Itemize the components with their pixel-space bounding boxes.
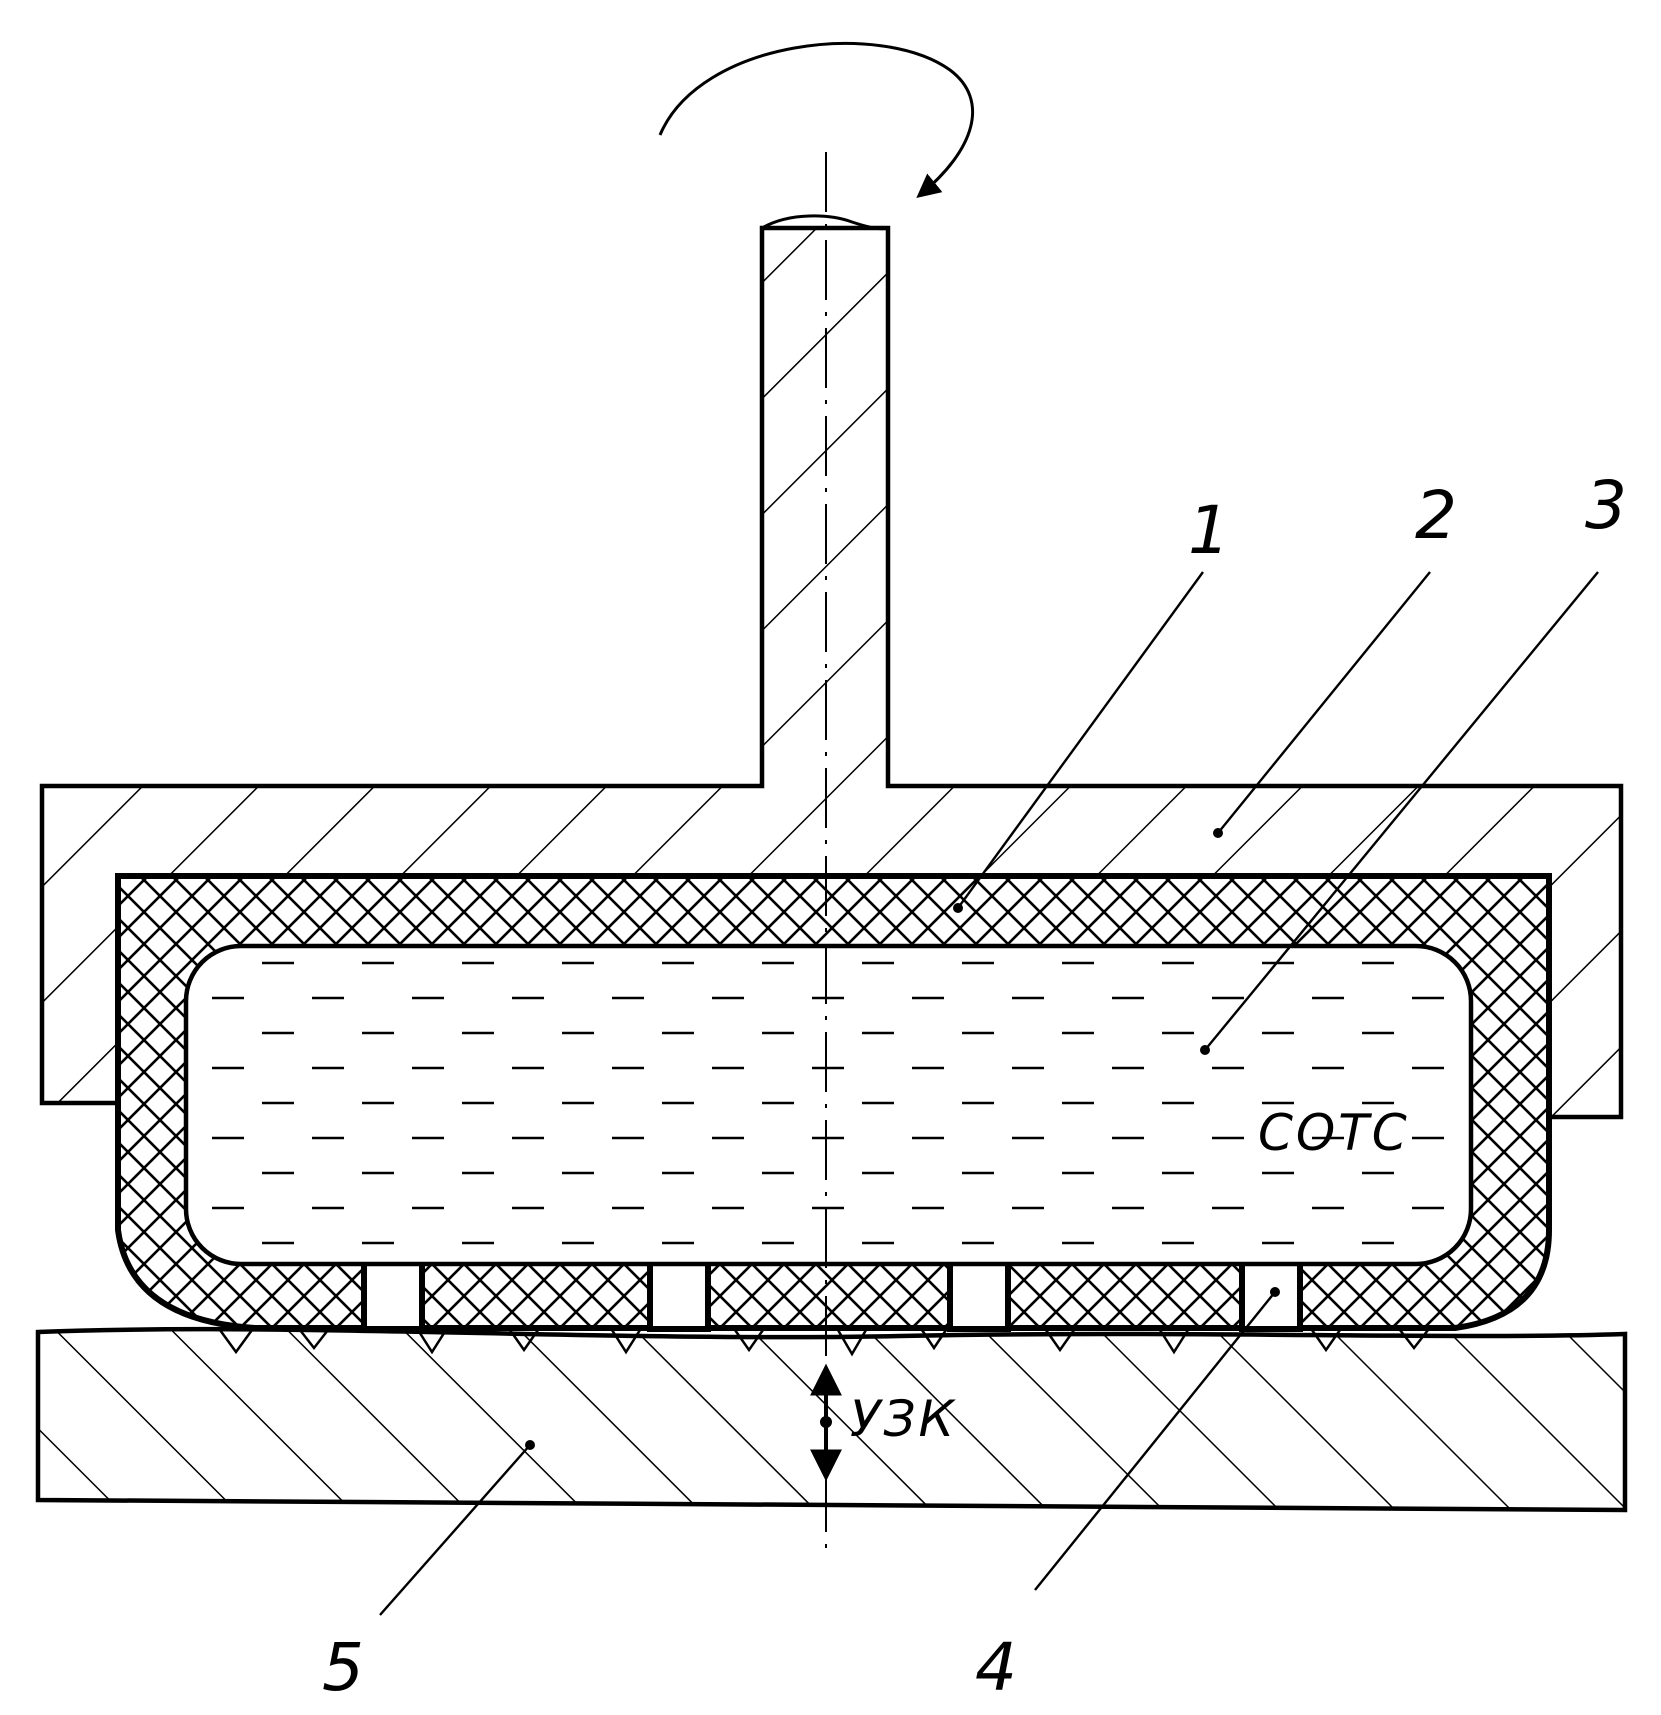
callout-5: 5 <box>322 1629 364 1706</box>
callout-3: 3 <box>1585 467 1627 544</box>
rotation-arrow <box>660 43 973 195</box>
callout-1: 1 <box>1188 492 1230 569</box>
workpiece <box>38 1329 1625 1510</box>
ultrasound-label: УЗК <box>850 1390 957 1448</box>
callout-4: 4 <box>975 1629 1017 1706</box>
fluid-label: COTC <box>1258 1104 1410 1162</box>
callout-2: 2 <box>1415 477 1457 554</box>
